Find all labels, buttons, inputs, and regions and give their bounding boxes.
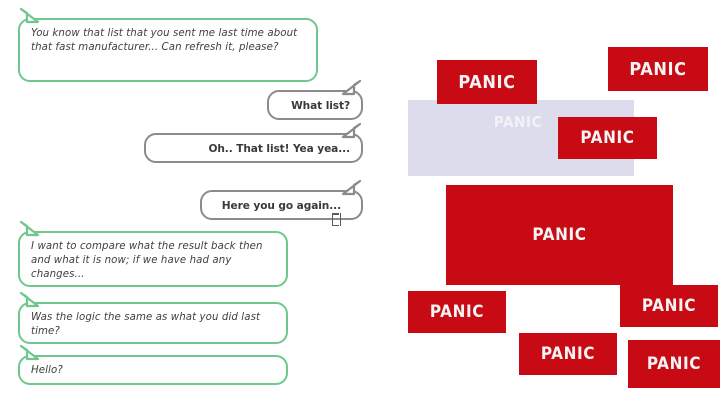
panic-box-right-upper: PANIC — [620, 285, 718, 327]
chat-bubble-incoming-2[interactable]: I want to compare what the result back t… — [18, 220, 288, 287]
chat-bubble-outgoing-2[interactable]: Oh.. That list! Yea yea... — [144, 122, 363, 163]
chat-bubble-text: What list? — [291, 100, 350, 112]
bubble-tail-icon — [19, 291, 41, 312]
panic-box-top-left: PANIC — [437, 60, 537, 104]
panic-box-big-center: PANIC — [446, 185, 673, 285]
chat-bubble-outgoing-1[interactable]: What list? — [267, 79, 363, 120]
bubble-tail-icon — [340, 79, 362, 100]
bubble-tail-icon — [19, 7, 41, 28]
panic-box-top-right: PANIC — [608, 47, 708, 91]
bubble-tail-icon — [340, 122, 362, 143]
panic-box-bottom-left: PANIC — [408, 291, 506, 333]
panic-label-ghost: PANIC — [493, 113, 543, 131]
bubble-tail-icon — [19, 344, 41, 365]
chat-bubble-outgoing-3[interactable]: Here you go again... — [200, 179, 363, 227]
panic-box-right-lower: PANIC — [628, 340, 720, 388]
chat-bubble-text: Oh.. That list! Yea yea... — [208, 143, 350, 155]
chat-bubble-incoming-1[interactable]: You know that list that you sent me last… — [18, 7, 318, 82]
chat-bubble-text: Was the logic the same as what you did l… — [31, 312, 261, 338]
chat-bubble-text: I want to compare what the result back t… — [31, 241, 263, 281]
chat-bubble-text: You know that list that you sent me last… — [31, 28, 298, 54]
bubble-tail-icon — [340, 179, 362, 200]
text-cursor-icon — [331, 213, 341, 227]
chat-bubble-text: Here you go again... — [221, 200, 341, 212]
panic-box-bottom-middle: PANIC — [519, 333, 617, 375]
chat-bubble-incoming-4[interactable]: Hello? — [18, 344, 288, 385]
chat-bubble-text: Hello? — [31, 365, 63, 376]
chat-bubble-incoming-3[interactable]: Was the logic the same as what you did l… — [18, 291, 288, 344]
bubble-tail-icon — [19, 220, 41, 241]
panic-box-mid-right: PANIC — [558, 117, 657, 159]
